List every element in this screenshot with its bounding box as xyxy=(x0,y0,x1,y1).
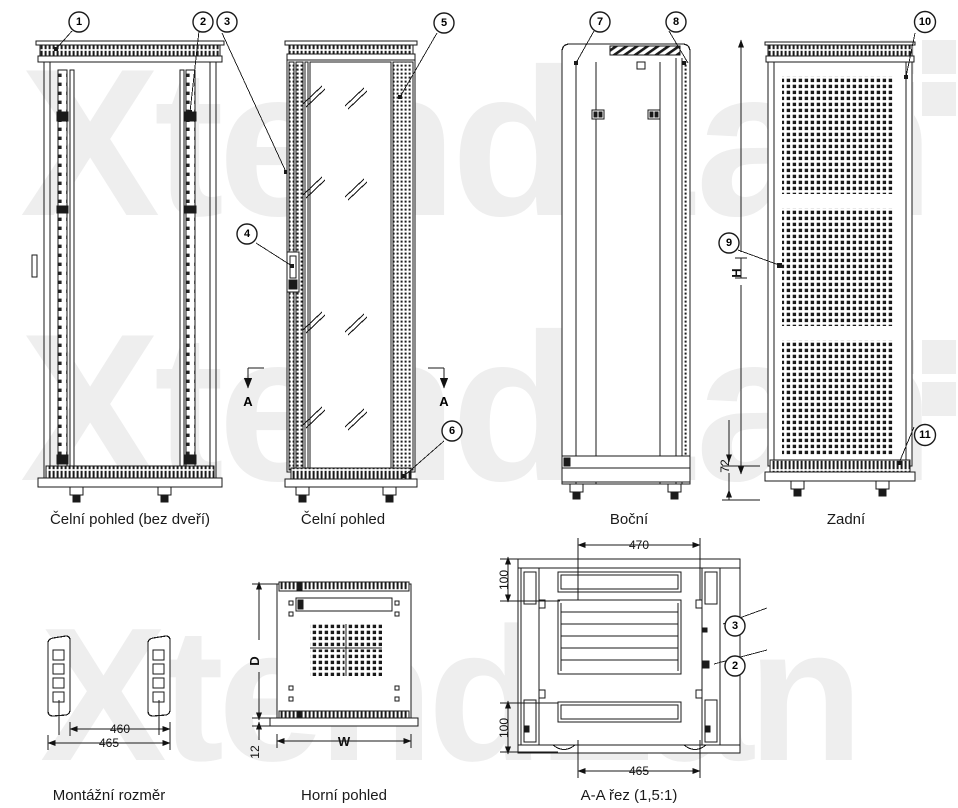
dimension-rear-base: 72 xyxy=(718,459,732,473)
callout-label: 3 xyxy=(732,620,738,632)
callout-label: 1 xyxy=(76,16,82,28)
callout-label: 5 xyxy=(441,17,447,29)
view-caption-section: A-A řez (1,5:1) xyxy=(581,787,678,804)
section-marker-right: A xyxy=(439,394,449,409)
dimension-section-inner: 465 xyxy=(629,764,649,778)
callout-label: 6 xyxy=(449,425,455,437)
callout-1: 1 xyxy=(68,11,90,33)
view-mounting xyxy=(47,635,171,750)
view-caption-front-no-door: Čelní pohled (bez dveří) xyxy=(50,511,210,528)
dimension-section-top-offset: 100 xyxy=(497,570,511,590)
dimension-section-outer: 470 xyxy=(629,538,649,552)
view-side xyxy=(561,30,691,500)
callout-section-3: 3 xyxy=(724,615,746,637)
view-section xyxy=(500,538,768,778)
callout-11: 11 xyxy=(913,423,937,447)
view-front-no-door xyxy=(31,30,288,503)
section-marker-left: A xyxy=(243,394,253,409)
callout-label: 4 xyxy=(244,228,251,240)
callout-label: 10 xyxy=(919,16,931,28)
dimension-rear-height: H xyxy=(729,268,744,277)
callout-label: 3 xyxy=(224,16,230,28)
callout-label: 8 xyxy=(673,16,679,28)
view-rear xyxy=(722,32,916,501)
callout-3: 3 xyxy=(216,11,238,33)
view-front xyxy=(243,32,449,503)
dimension-mounting-inner: 460 xyxy=(110,722,130,736)
callout-label: 2 xyxy=(200,16,206,28)
callout-9: 9 xyxy=(718,232,740,254)
view-top xyxy=(252,581,419,748)
dimension-top-lip: 12 xyxy=(248,745,262,759)
callout-4: 4 xyxy=(236,223,258,245)
callout-label: 9 xyxy=(726,237,732,249)
view-caption-top: Horní pohled xyxy=(301,787,387,804)
callout-7: 7 xyxy=(589,11,611,33)
callout-6: 6 xyxy=(441,420,463,442)
callout-label: 2 xyxy=(732,660,738,672)
callout-5: 5 xyxy=(433,12,455,34)
dimension-top-depth: D xyxy=(247,656,262,665)
callout-8: 8 xyxy=(665,11,687,33)
view-caption-side: Boční xyxy=(610,511,649,528)
callout-2: 2 xyxy=(192,11,214,33)
dimension-top-width: W xyxy=(338,734,351,749)
dimension-section-bottom-offset: 100 xyxy=(497,718,511,738)
view-caption-rear: Zadní xyxy=(827,511,866,528)
view-caption-front: Čelní pohled xyxy=(301,511,385,528)
callout-label: 7 xyxy=(597,16,603,28)
callout-bubbles: 1 2 3 4 5 6 7 8 xyxy=(68,10,937,677)
dimension-mounting-outer: 465 xyxy=(99,736,119,750)
callout-10: 10 xyxy=(913,10,937,34)
view-caption-mounting: Montážní rozměr xyxy=(53,787,166,804)
callout-section-2: 2 xyxy=(724,655,746,677)
callout-label: 11 xyxy=(919,429,931,441)
